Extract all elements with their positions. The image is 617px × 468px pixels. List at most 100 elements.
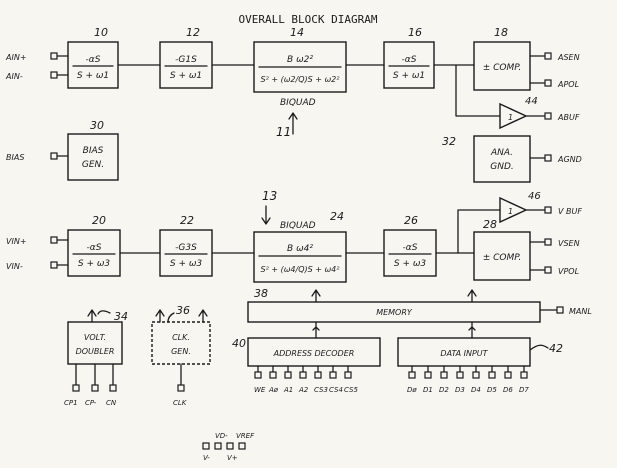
pin-vin-plus-pad bbox=[50, 236, 58, 244]
data-pins bbox=[408, 365, 528, 379]
memory-top-arrows bbox=[311, 289, 477, 303]
pin-cp1-label: CP1 bbox=[64, 399, 78, 407]
pin-asen-label: ASEN bbox=[557, 53, 580, 62]
pin-vin-minus-label: VIN- bbox=[6, 262, 23, 271]
diagram-title: OVERALL BLOCK DIAGRAM bbox=[238, 13, 377, 26]
pin-agnd-pad bbox=[544, 154, 552, 162]
ref-10: 10 bbox=[94, 26, 108, 39]
ref-34-leader bbox=[97, 310, 111, 315]
ref-32: 32 bbox=[442, 135, 456, 148]
pin-asen-pad bbox=[544, 52, 552, 60]
block-16-denominator: S + ω1 bbox=[393, 71, 425, 81]
pin-ain-minus-pad bbox=[50, 71, 58, 79]
ref-28: 28 bbox=[483, 218, 497, 231]
pin-data-1-label: D1 bbox=[423, 386, 433, 394]
ref-18: 18 bbox=[494, 26, 508, 39]
pin-apol-label: APOL bbox=[557, 80, 579, 89]
block-24-biquad-label: BIQUAD bbox=[280, 221, 316, 231]
ref-44: 44 bbox=[525, 96, 538, 107]
pin-vd-minus-label: VD- bbox=[215, 432, 228, 440]
arrow-13 bbox=[261, 205, 271, 225]
block-14-biquad: B ω2² S² + (ω2/Q)S + ω2² bbox=[253, 41, 347, 93]
ref-40: 40 bbox=[232, 337, 246, 350]
wire-18-out bbox=[529, 55, 546, 84]
arrow-11 bbox=[288, 112, 298, 135]
block-22-gain-stage: -G3S S + ω3 bbox=[159, 229, 213, 277]
pin-agnd-label: AGND bbox=[557, 155, 582, 164]
ref-46: 46 bbox=[528, 191, 541, 202]
block-32-analog-ground: ANA. GND. bbox=[473, 135, 531, 183]
block-14-biquad-label: BIQUAD bbox=[280, 98, 316, 108]
ref-14: 14 bbox=[290, 26, 304, 39]
pin-cn-pad bbox=[109, 384, 117, 392]
pin-data-5-label: D5 bbox=[487, 386, 497, 394]
block-24-biquad: B ω4² S² + (ω4/Q)S + ω4² bbox=[253, 231, 347, 283]
pin-vbuf-pad bbox=[544, 206, 552, 214]
pin-data-2-label: D2 bbox=[439, 386, 449, 394]
pin-address-2-label: A1 bbox=[283, 386, 293, 394]
block-30-line1: BIAS bbox=[83, 146, 104, 156]
pin-vsen-label: VSEN bbox=[558, 239, 580, 248]
ref-36-leader bbox=[167, 312, 175, 323]
block-20-numerator: -αS bbox=[87, 243, 102, 253]
pin-address-0-label: WE bbox=[254, 386, 266, 394]
pin-manl-pad bbox=[556, 306, 564, 314]
pin-cp-minus-pad bbox=[91, 384, 99, 392]
ref-11: 11 bbox=[276, 125, 291, 139]
pin-cp1-pad bbox=[72, 384, 80, 392]
memory-bottom-links bbox=[312, 321, 476, 339]
block-12-gain-stage: -G1S S + ω1 bbox=[159, 41, 213, 89]
pin-ain-plus-label: AIN+ bbox=[5, 53, 27, 62]
ref-36: 36 bbox=[176, 304, 190, 317]
wire-28-out bbox=[529, 241, 546, 271]
block-22-denominator: S + ω3 bbox=[170, 259, 203, 269]
pin-address-3-label: A2 bbox=[298, 386, 309, 394]
pin-data-6-label: D6 bbox=[503, 386, 513, 394]
ref-13: 13 bbox=[262, 189, 277, 203]
ref-42-leader bbox=[529, 344, 549, 351]
ref-38: 38 bbox=[254, 287, 268, 300]
pin-abuf-label: ABUF bbox=[557, 113, 580, 122]
block-18-comparator: ± COMP. bbox=[473, 41, 531, 91]
block-12-numerator: -G1S bbox=[175, 55, 197, 65]
arrow-34-out bbox=[87, 309, 97, 323]
wire-vin-in bbox=[56, 239, 69, 266]
pin-vpol-pad bbox=[544, 266, 552, 274]
wire-ain-in bbox=[56, 55, 69, 76]
block-32-line2: GND. bbox=[490, 162, 514, 172]
pin-address-6-label: CS5 bbox=[344, 386, 358, 394]
pin-vpol-label: VPOL bbox=[558, 267, 579, 276]
block-40-label: ADDRESS DECODER bbox=[273, 349, 355, 358]
pin-bias-label: BIAS bbox=[6, 153, 24, 162]
block-28-comparator: ± COMP. bbox=[473, 231, 531, 281]
block-36-clock-gen: CLK. GEN. bbox=[151, 321, 211, 365]
power-pads bbox=[202, 442, 246, 450]
pin-cn-label: CN bbox=[106, 399, 117, 407]
pin-vref-label: VREF bbox=[236, 432, 255, 440]
block-12-denominator: S + ω1 bbox=[170, 71, 202, 81]
block-26-numerator: -αS bbox=[403, 243, 418, 253]
block-10-numerator: -αS bbox=[86, 55, 101, 65]
block-10-hpf: -αS S + ω1 bbox=[67, 41, 119, 89]
block-10-denominator: S + ω1 bbox=[77, 71, 109, 81]
pin-cp-minus-label: CP- bbox=[85, 399, 97, 407]
block-18-label: ± COMP. bbox=[483, 63, 522, 73]
pin-abuf-pad bbox=[544, 112, 552, 120]
block-14-denominator: S² + (ω2/Q)S + ω2² bbox=[261, 75, 341, 84]
pin-bias-pad bbox=[50, 152, 58, 160]
block-26-denominator: S + ω3 bbox=[394, 259, 427, 269]
pin-vbuf-label: V BUF bbox=[558, 207, 582, 216]
pin-v-minus-label: V- bbox=[203, 454, 210, 462]
wire-16-44 bbox=[455, 64, 501, 117]
pin-clk-pad bbox=[177, 384, 185, 392]
address-pins bbox=[254, 365, 352, 379]
pin-data-4-label: D4 bbox=[471, 386, 481, 394]
block-34-volt-doubler: VOLT. DOUBLER bbox=[67, 321, 123, 365]
ref-34: 34 bbox=[114, 310, 128, 323]
pin-vin-plus-label: VIN+ bbox=[6, 237, 27, 246]
block-14-numerator: B ω2² bbox=[287, 55, 313, 65]
block-36-line1: CLK. bbox=[172, 333, 190, 342]
block-16-hpf: -αS S + ω1 bbox=[383, 41, 435, 89]
wire-26-46 bbox=[457, 209, 501, 254]
